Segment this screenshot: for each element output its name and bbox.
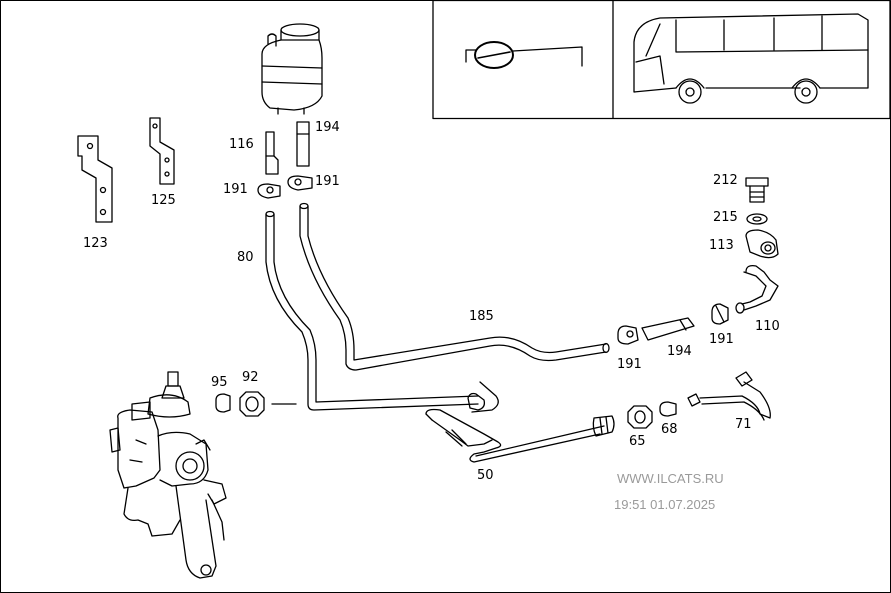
label-215: 215 <box>713 210 738 225</box>
label-125: 125 <box>151 193 176 208</box>
clamp-191-right-lower-part <box>711 303 729 325</box>
clamp-191-left-part <box>257 183 281 199</box>
steering-gear-part <box>109 371 227 579</box>
label-50: 50 <box>477 468 494 483</box>
bus-icon <box>633 13 869 104</box>
reservoir-part <box>261 23 323 115</box>
clamp-191-left-lower-part <box>617 325 639 345</box>
label-185: 185 <box>469 309 494 324</box>
label-95: 95 <box>211 375 228 390</box>
line-71-part <box>687 371 771 421</box>
label-123: 123 <box>83 236 108 251</box>
bracket-125-part <box>149 117 175 185</box>
nut-92-part <box>239 391 265 417</box>
nut-65-part <box>627 405 653 429</box>
label-113: 113 <box>709 238 734 253</box>
steering-symbol-icon <box>465 41 583 69</box>
line-50-part <box>425 381 615 463</box>
label-191-lower-right: 191 <box>709 332 734 347</box>
label-92: 92 <box>242 370 259 385</box>
banjo-bolt-212-part <box>745 177 769 203</box>
watermark-datetime: 19:51 01.07.2025 <box>614 497 716 512</box>
label-71: 71 <box>735 417 752 432</box>
fitting-194-part <box>296 121 310 167</box>
bracket-123-part <box>77 135 113 223</box>
washer-215-part <box>746 213 768 225</box>
line-80-part <box>265 210 479 411</box>
watermark-site: WWW.ILCATS.RU <box>617 471 724 486</box>
label-212: 212 <box>713 173 738 188</box>
label-80: 80 <box>237 250 254 265</box>
label-194-upper: 194 <box>315 120 340 135</box>
label-191-upper-right: 191 <box>315 174 340 189</box>
banjo-113-part <box>745 229 779 259</box>
label-68: 68 <box>661 422 678 437</box>
nipple-68-part <box>659 401 677 417</box>
line-110-part <box>735 264 779 314</box>
inset-panels <box>432 0 891 120</box>
fitting-116-part <box>265 131 279 175</box>
label-116: 116 <box>229 137 254 152</box>
label-191-lower-left: 191 <box>617 357 642 372</box>
line-185-part <box>299 202 610 371</box>
label-194-lower: 194 <box>667 344 692 359</box>
label-191-upper-left: 191 <box>223 182 248 197</box>
nipple-95-part <box>215 393 231 413</box>
hose-194-lower-part <box>641 317 695 341</box>
clamp-191-right-part <box>287 175 313 191</box>
label-65: 65 <box>629 434 646 449</box>
label-110: 110 <box>755 319 780 334</box>
